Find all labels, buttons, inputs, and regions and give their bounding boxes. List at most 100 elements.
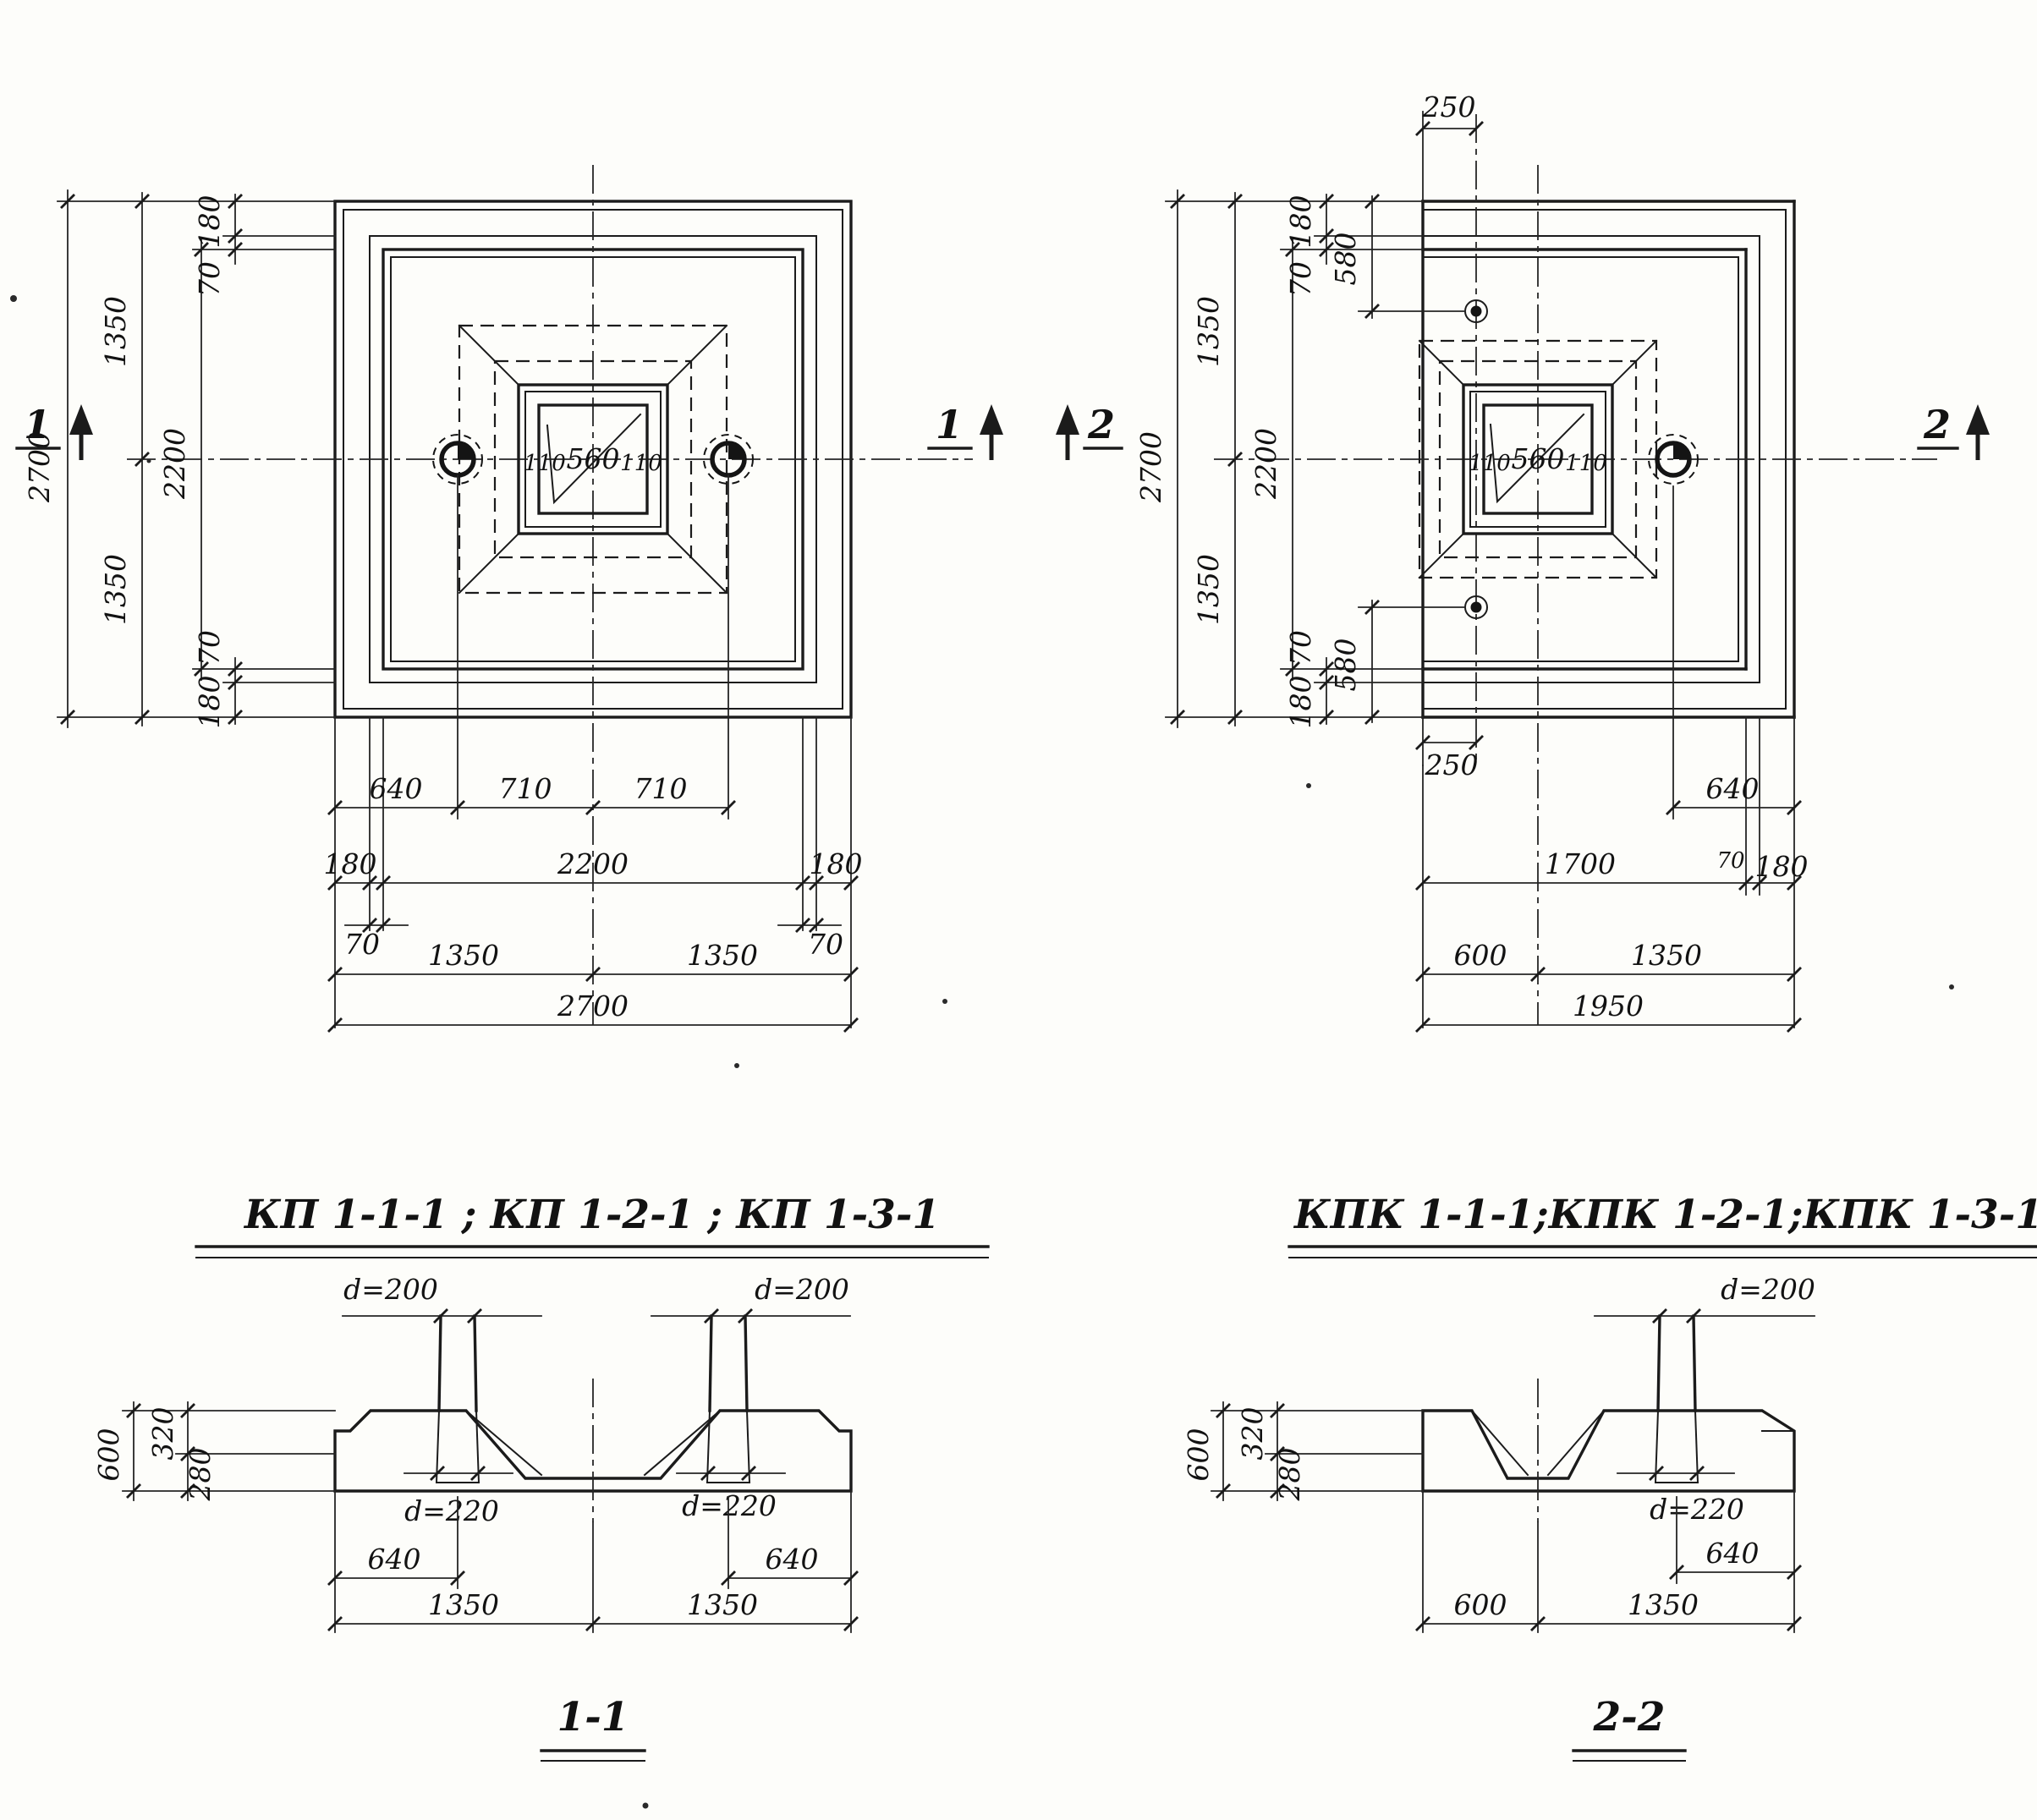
section-2-title: 2-2 [1593,1694,1666,1741]
dim-right-580-top: 580 [1329,233,1362,286]
plan-left-dims-center: 110 560 110 [524,442,662,476]
dim-left-2200: 2200 [158,428,191,500]
plan-right-dims-center: 110 560 110 [1469,442,1607,476]
dim-bottom-2200: 2200 [557,847,629,880]
scan-specks [10,295,1954,1809]
plan-left-column-socket [458,324,728,595]
dim-right-1350-top: 1350 [1192,296,1225,367]
dim-left-180-bottom: 180 [193,676,226,729]
dim-d200-right: d=200 [755,1273,849,1306]
plan-right-title: КПК 1-1-1;КПК 1-2-1;КПК 1-3-1 [1293,1192,2037,1238]
section-1-d200-dims: d=200 d=200 [342,1273,851,1324]
dim-d200-left: d=200 [343,1273,438,1306]
dim-bottom-70-right: 70 [808,928,843,961]
dim-s1-640-right: 640 [766,1543,819,1576]
dim-right-580-bottom: 580 [1329,639,1362,692]
section-marker-1-right-label: 1 [936,402,963,447]
dim-left-1350-top: 1350 [99,296,132,367]
plan-right-dims-bottom: 640 1700 70 180 600 1350 1950 [1414,485,1809,1033]
dim-bottom-250: 250 [1425,748,1479,781]
plan-right: 250 2700 1350 1350 2200 180 70 70 180 58… [1056,90,2037,1258]
dim-bottom-180-left: 180 [324,847,377,880]
dim-s1-640-left: 640 [368,1543,421,1576]
plan-right-centerlines [1214,114,1937,1025]
section-2-dims-bottom: 640 600 1350 [1414,1490,1803,1633]
dim-center-110-right: 110 [620,451,662,476]
dim-s2-d220: d=220 [1650,1493,1744,1526]
anchor-hole-right-plan [1649,435,1698,484]
plan-left-centerlines [127,165,973,1025]
section-2-d220-dim: d=220 [1617,1465,1744,1526]
dim-r-bottom-1350: 1350 [1631,939,1702,972]
section-1-pipe-right [706,1314,751,1484]
dim-s1-320: 320 [146,1407,179,1461]
plan-right-title-group: КПК 1-1-1;КПК 1-2-1;КПК 1-3-1 [1288,1192,2037,1258]
plan-left-title: КП 1-1-1 ; КП 1-2-1 ; КП 1-3-1 [243,1192,940,1238]
dim-s2-320: 320 [1236,1407,1269,1461]
dim-left-70-bottom: 70 [193,630,226,666]
dim-d220-left: d=220 [404,1494,499,1527]
plan-right-column-socket [1418,339,1658,579]
section-marker-2-left-label: 2 [1087,402,1115,447]
section-marker-2-right-label: 2 [1923,402,1951,447]
section-1-d220-dims: d=220 d=220 [404,1465,786,1527]
dim-right-2200: 2200 [1249,428,1282,500]
dim-bottom-2700: 2700 [557,989,629,1022]
section-cut-marker-1-right: 1 [927,402,1003,460]
dim-right-180-bottom: 180 [1284,676,1317,729]
dim-r-bottom-180: 180 [1755,850,1809,883]
dim-r-bottom-70: 70 [1716,848,1744,874]
section-1-dims-bottom: 640 640 1350 1350 [327,1490,859,1633]
dim-s1-1350-left: 1350 [428,1588,499,1621]
section-2-outline [1421,1379,1796,1522]
dim-s2-640: 640 [1706,1537,1760,1570]
dim-bottom-1350-right: 1350 [687,939,758,972]
dim-bottom-640: 640 [370,772,423,805]
dim-left-180-top: 180 [193,195,226,249]
dim-bottom-70-left: 70 [344,928,380,961]
section-2-d200-dim: d=200 [1594,1273,1815,1324]
section-marker-1-left-label: 1 [24,402,51,447]
dim-r-bottom-600: 600 [1454,939,1507,972]
plan-left-dims-vertical: 2700 1350 1350 2200 180 70 70 180 [23,189,336,729]
plan-right-dim-top: 250 [1414,90,1485,202]
dim-r-center-560: 560 [1512,442,1565,475]
plan-left-title-group: КП 1-1-1 ; КП 1-2-1 ; КП 1-3-1 [195,1192,990,1258]
dim-center-110-left: 110 [524,451,566,476]
dim-bottom-710-left: 710 [499,772,552,805]
dim-r-bottom-1700: 1700 [1545,847,1616,880]
dim-s2-600: 600 [1182,1428,1215,1482]
section-cut-marker-2-left: 2 [1056,402,1123,460]
section-2-dims-vertical: 600 320 280 [1182,1401,1424,1502]
section-cut-marker-1-left: 1 [15,402,93,460]
dim-bottom-1350-left: 1350 [428,939,499,972]
dim-top-250: 250 [1422,90,1476,123]
dim-r-bottom-1950: 1950 [1573,989,1644,1022]
dim-center-560: 560 [567,442,620,475]
section-2-pipe [1654,1314,1699,1484]
dim-s1-1350-right: 1350 [687,1588,758,1621]
section-1-1: d=200 d=200 d=220 d=220 600 320 280 640 [92,1273,859,1762]
dim-s2-d200: d=200 [1721,1273,1815,1306]
dim-right-70-bottom: 70 [1284,630,1317,666]
section-1-dims-vertical: 600 320 280 [92,1401,336,1502]
plan-left: 2700 1350 1350 2200 180 70 70 180 110 56… [15,165,1003,1258]
section-1-outline [333,1379,853,1522]
dim-left-2700: 2700 [23,431,56,503]
dim-left-70-top: 70 [193,261,226,297]
section-cut-marker-2-right: 2 [1917,402,1990,460]
dim-right-70-top: 70 [1284,261,1317,297]
dim-right-1350-bottom: 1350 [1192,554,1225,625]
dim-s1-600: 600 [92,1428,125,1482]
dim-s2-1350: 1350 [1628,1588,1699,1621]
dim-s2-280: 280 [1273,1448,1306,1502]
dim-bottom-710-right: 710 [634,772,688,805]
dim-s2-600-bottom: 600 [1454,1588,1507,1621]
section-2-title-group: 2-2 [1572,1694,1687,1762]
section-1-title-group: 1-1 [540,1694,646,1762]
section-1-pipe-left [435,1314,480,1484]
dim-bottom-180-right: 180 [810,847,863,880]
dim-left-1350-bottom: 1350 [99,554,132,625]
